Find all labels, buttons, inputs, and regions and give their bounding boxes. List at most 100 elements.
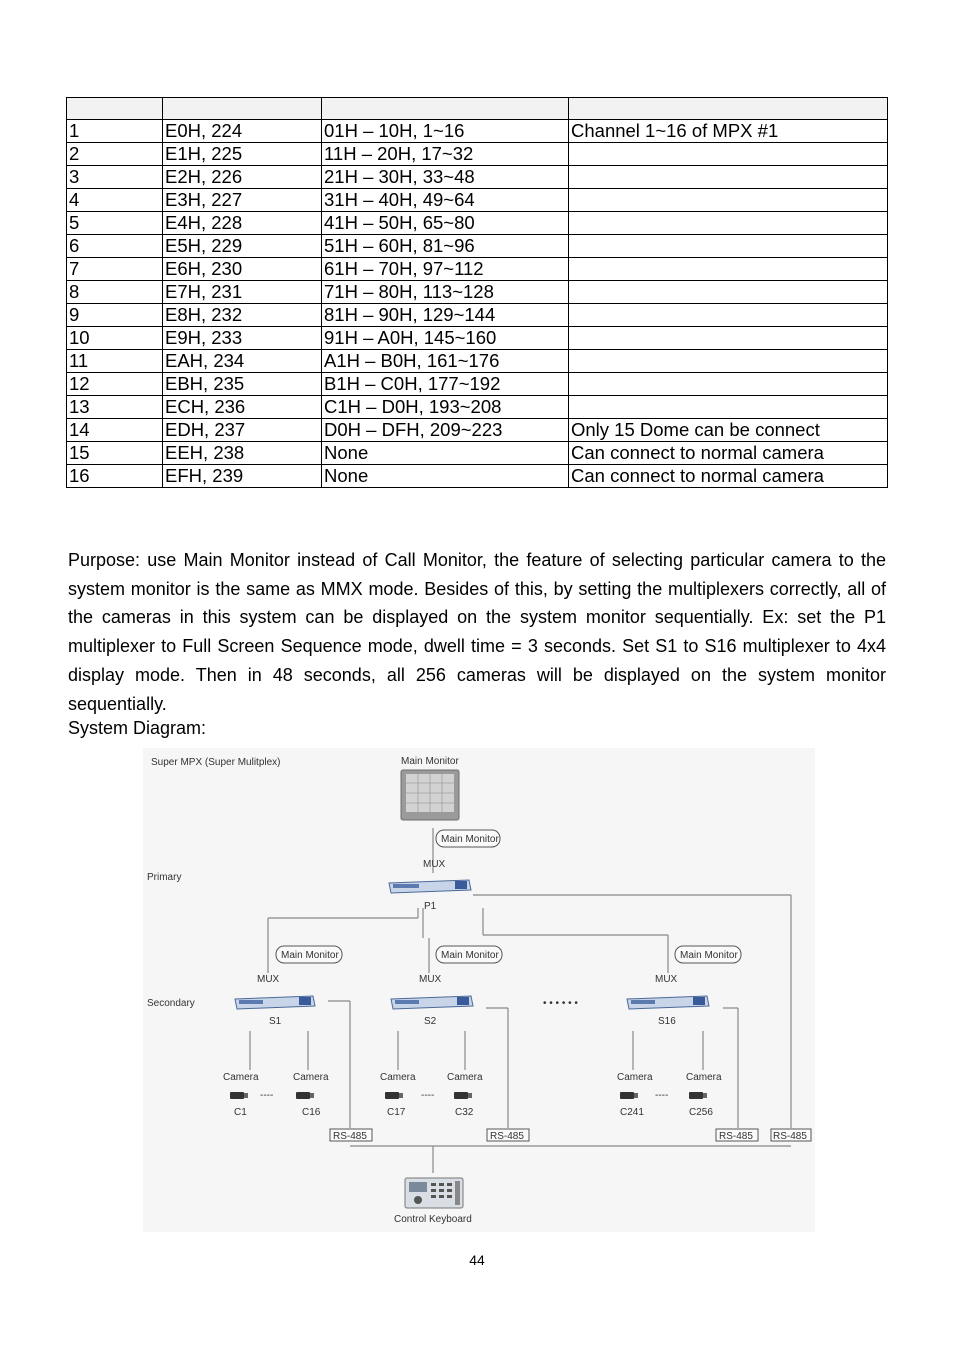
- table-cell: A1H – B0H, 161~176: [322, 350, 569, 373]
- camera-icon: [454, 1092, 472, 1099]
- table-cell: 21H – 30H, 33~48: [322, 166, 569, 189]
- table-cell: D0H – DFH, 209~223: [322, 419, 569, 442]
- table-cell: [569, 189, 888, 212]
- camera-c32-label: C32: [455, 1107, 474, 1118]
- dash-c241-c256: ----: [655, 1090, 668, 1101]
- table-cell: EAH, 234: [163, 350, 322, 373]
- camera-label-c17: Camera: [380, 1072, 416, 1083]
- table-cell: E8H, 232: [163, 304, 322, 327]
- column-header: [67, 98, 163, 120]
- camera-label-c32: Camera: [447, 1072, 483, 1083]
- table-cell: [569, 373, 888, 396]
- table-cell: [569, 281, 888, 304]
- camera-c256-label: C256: [689, 1107, 713, 1118]
- table-cell: 7: [67, 258, 163, 281]
- control-keyboard-label: Control Keyboard: [394, 1214, 472, 1225]
- table-cell: E5H, 229: [163, 235, 322, 258]
- table-cell: None: [322, 442, 569, 465]
- primary-label: Primary: [147, 872, 181, 883]
- table-cell: E0H, 224: [163, 120, 322, 143]
- system-diagram-svg: Super MPX (Super Mulitplex) Main Monitor…: [143, 748, 815, 1232]
- camera-icons: [230, 1092, 707, 1099]
- table-cell: 14: [67, 419, 163, 442]
- main-monitor-tag-s16-label: Main Monitor: [680, 950, 738, 961]
- main-monitor-icon: [401, 770, 459, 820]
- camera-c1-label: C1: [234, 1107, 247, 1118]
- table-cell: E9H, 233: [163, 327, 322, 350]
- table-row: 16EFH, 239NoneCan connect to normal came…: [67, 465, 888, 488]
- camera-label-c256: Camera: [686, 1072, 722, 1083]
- table-row: 12EBH, 235B1H – C0H, 177~192: [67, 373, 888, 396]
- dash-c17-c32: ----: [421, 1090, 434, 1101]
- s16-label: S16: [658, 1016, 676, 1027]
- table-cell: EBH, 235: [163, 373, 322, 396]
- mux-label-s1: MUX: [257, 974, 280, 985]
- diagram-caption: System Diagram:: [68, 718, 206, 739]
- table-cell: [569, 212, 888, 235]
- table-cell: 61H – 70H, 97~112: [322, 258, 569, 281]
- table-cell: E2H, 226: [163, 166, 322, 189]
- ellipsis-dots: • • • • • •: [543, 998, 578, 1009]
- table-cell: C1H – D0H, 193~208: [322, 396, 569, 419]
- rs485-label-p1: RS-485: [773, 1131, 807, 1142]
- s1-label: S1: [269, 1016, 282, 1027]
- camera-icon: [296, 1092, 314, 1099]
- column-header: [322, 98, 569, 120]
- main-monitor-tag-label: Main Monitor: [441, 834, 499, 845]
- purpose-paragraph: Purpose: use Main Monitor instead of Cal…: [68, 546, 886, 718]
- camera-icon: [689, 1092, 707, 1099]
- table-row: 6E5H, 22951H – 60H, 81~96: [67, 235, 888, 258]
- table-cell: 11H – 20H, 17~32: [322, 143, 569, 166]
- table-cell: None: [322, 465, 569, 488]
- table-cell: 5: [67, 212, 163, 235]
- table-cell: 10: [67, 327, 163, 350]
- table-cell: B1H – C0H, 177~192: [322, 373, 569, 396]
- table-cell: 8: [67, 281, 163, 304]
- table-cell: EDH, 237: [163, 419, 322, 442]
- table-row: 7E6H, 23061H – 70H, 97~112: [67, 258, 888, 281]
- table-cell: [569, 166, 888, 189]
- table-cell: 3: [67, 166, 163, 189]
- table-cell: 2: [67, 143, 163, 166]
- table-cell: Can connect to normal camera: [569, 442, 888, 465]
- table-cell: 91H – A0H, 145~160: [322, 327, 569, 350]
- table-cell: E6H, 230: [163, 258, 322, 281]
- connection-lines: [250, 828, 791, 1173]
- table-cell: 71H – 80H, 113~128: [322, 281, 569, 304]
- table-cell: [569, 396, 888, 419]
- table-cell: [569, 350, 888, 373]
- table-cell: 6: [67, 235, 163, 258]
- p1-label: P1: [424, 901, 437, 912]
- column-header: [163, 98, 322, 120]
- rs485-label-s16: RS-485: [719, 1131, 753, 1142]
- table-cell: 13: [67, 396, 163, 419]
- table-cell: E3H, 227: [163, 189, 322, 212]
- p1-multiplexer-icon: [389, 880, 471, 893]
- mux-label-s2: MUX: [419, 974, 442, 985]
- table-cell: Channel 1~16 of MPX #1: [569, 120, 888, 143]
- table-cell: 01H – 10H, 1~16: [322, 120, 569, 143]
- camera-label-c1: Camera: [223, 1072, 259, 1083]
- camera-c17-label: C17: [387, 1107, 406, 1118]
- diagram-title: Super MPX (Super Mulitplex): [151, 757, 281, 768]
- rs485-label-s2: RS-485: [490, 1131, 524, 1142]
- table-cell: 16: [67, 465, 163, 488]
- table-cell: [569, 304, 888, 327]
- table-cell: E1H, 225: [163, 143, 322, 166]
- table-cell: 31H – 40H, 49~64: [322, 189, 569, 212]
- column-header: [569, 98, 888, 120]
- s2-multiplexer-icon: [391, 996, 473, 1009]
- page-number: 44: [0, 1252, 954, 1268]
- table-cell: E4H, 228: [163, 212, 322, 235]
- table-header-row: [67, 98, 888, 120]
- main-monitor-tag-s2-label: Main Monitor: [441, 950, 499, 961]
